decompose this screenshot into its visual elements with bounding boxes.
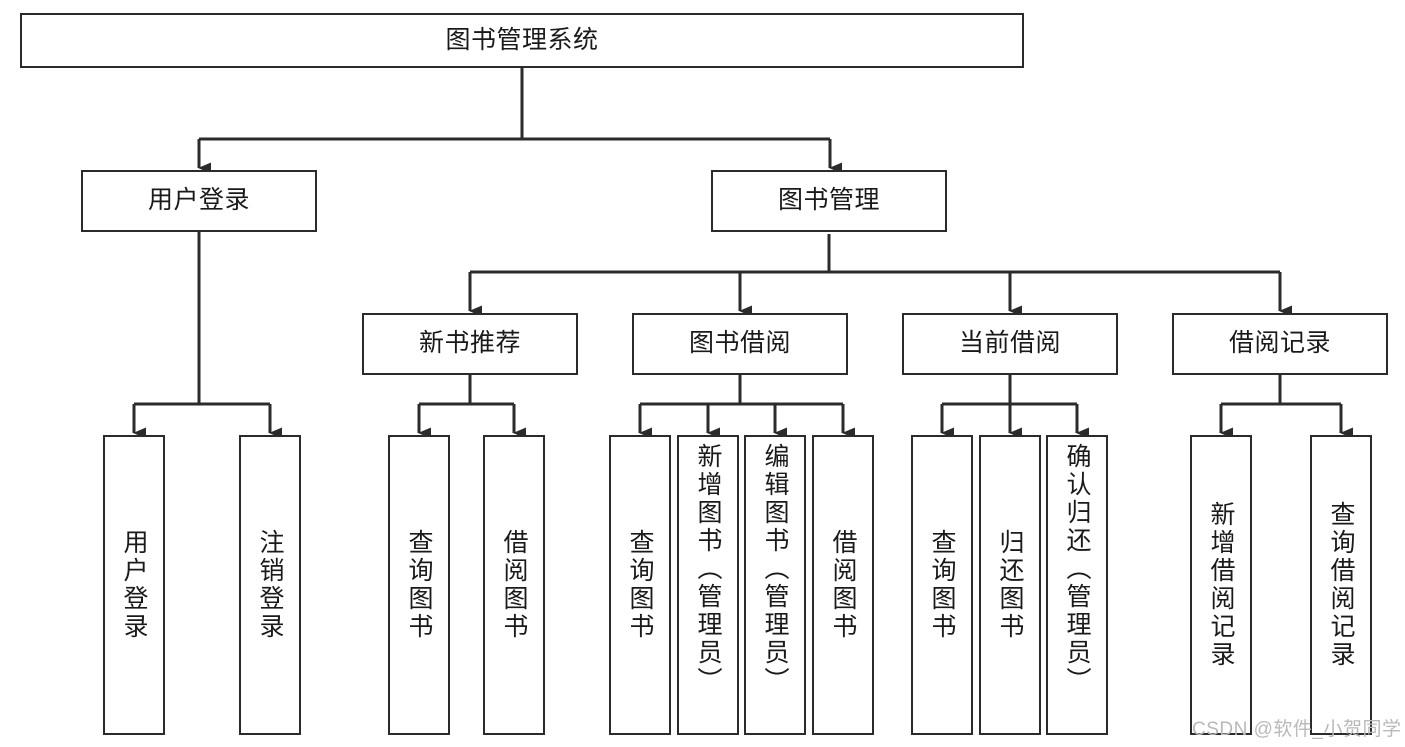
node-label: 新增借阅记录 (1207, 501, 1235, 669)
leaf-add-book-admin[interactable]: 新增图书（管理员） (677, 435, 739, 735)
leaf-borrow-book-newbook[interactable]: 借阅图书 (483, 435, 545, 735)
node-borrow-record[interactable]: 借阅记录 (1172, 313, 1388, 375)
node-label: 借阅图书 (829, 529, 857, 641)
node-label: 图书管理 (777, 186, 880, 215)
leaf-add-borrow-record[interactable]: 新增借阅记录 (1190, 435, 1252, 735)
leaf-return-book[interactable]: 归还图书 (979, 435, 1041, 735)
node-root-book-management-system[interactable]: 图书管理系统 (20, 13, 1024, 68)
leaf-edit-book-admin[interactable]: 编辑图书（管理员） (744, 435, 806, 735)
node-label: 查询图书 (928, 529, 956, 641)
node-label: 借阅记录 (1228, 329, 1331, 358)
leaf-borrow-book[interactable]: 借阅图书 (812, 435, 874, 735)
leaf-query-book-current[interactable]: 查询图书 (911, 435, 973, 735)
leaf-query-book-borrow[interactable]: 查询图书 (609, 435, 671, 735)
node-label: 图书管理系统 (445, 25, 599, 54)
node-label: 编辑图书（管理员） (761, 443, 789, 695)
node-label: 注销登录 (256, 529, 284, 641)
leaf-user-login[interactable]: 用户登录 (103, 435, 165, 735)
node-book-management[interactable]: 图书管理 (711, 170, 947, 232)
leaf-logout[interactable]: 注销登录 (239, 435, 301, 735)
node-label: 用户登录 (147, 186, 250, 215)
node-label: 借阅图书 (500, 529, 528, 641)
leaf-query-borrow-record[interactable]: 查询借阅记录 (1310, 435, 1372, 735)
leaf-confirm-return-admin[interactable]: 确认归还（管理员） (1046, 435, 1108, 735)
node-label: 查询图书 (405, 529, 433, 641)
node-book-borrow[interactable]: 图书借阅 (632, 313, 848, 375)
node-label: 当前借阅 (958, 329, 1061, 358)
node-label: 图书借阅 (688, 329, 791, 358)
node-label: 查询借阅记录 (1327, 501, 1355, 669)
node-label: 归还图书 (996, 529, 1024, 641)
node-current-borrow[interactable]: 当前借阅 (902, 313, 1118, 375)
node-user-login[interactable]: 用户登录 (81, 170, 317, 232)
node-new-book-recommendation[interactable]: 新书推荐 (362, 313, 578, 375)
watermark-text: CSDN @软件_小贺同学 (1192, 719, 1402, 740)
node-label: 新增图书（管理员） (694, 443, 722, 695)
node-label: 查询图书 (626, 529, 654, 641)
node-label: 确认归还（管理员） (1063, 443, 1091, 695)
node-label: 用户登录 (120, 529, 148, 641)
leaf-query-book-newbook[interactable]: 查询图书 (388, 435, 450, 735)
node-label: 新书推荐 (418, 329, 521, 358)
